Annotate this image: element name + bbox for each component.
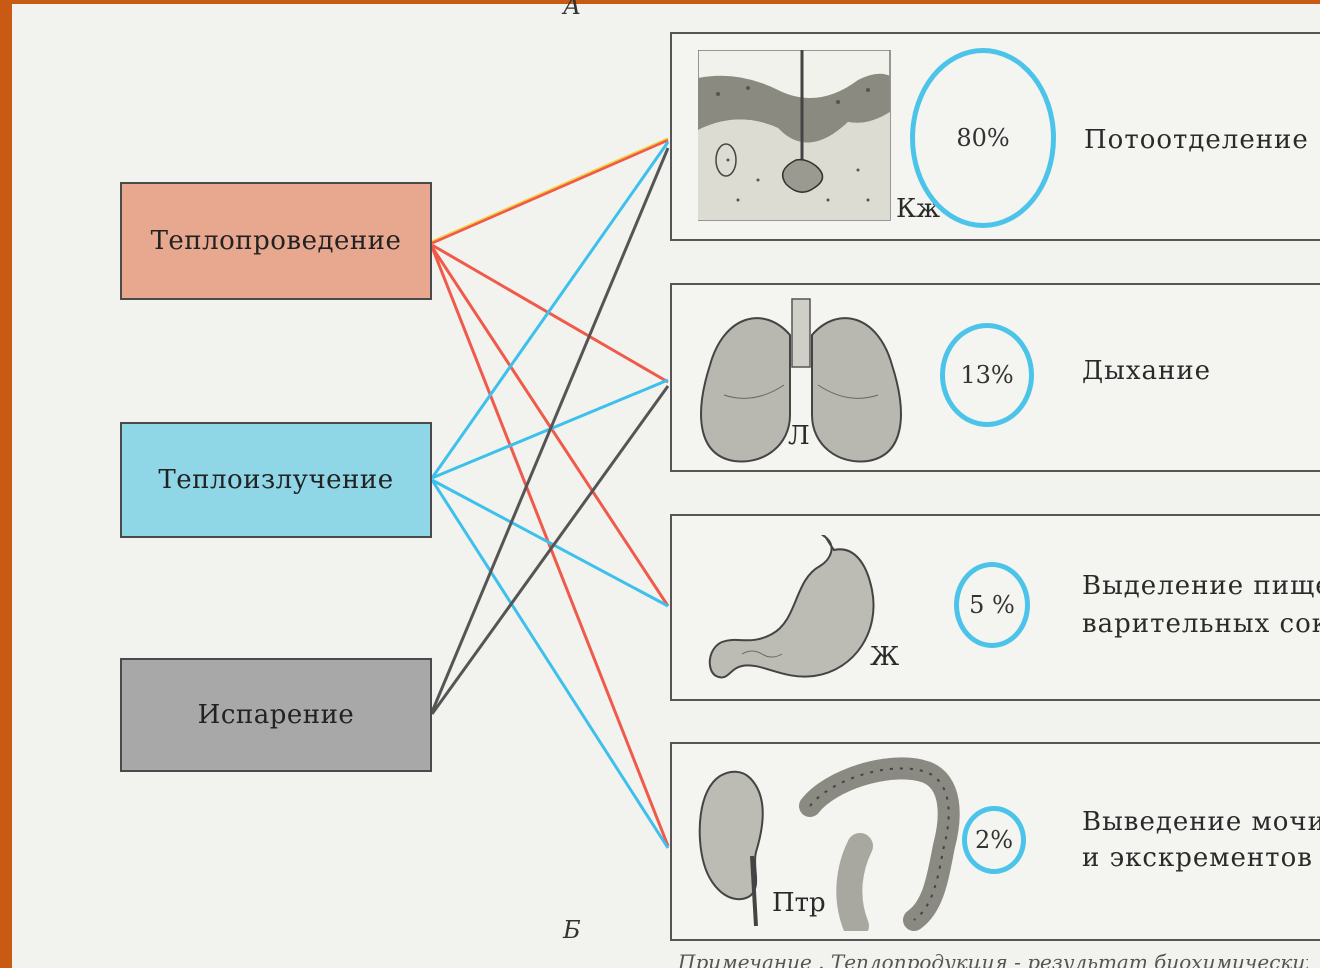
footnote: Примечание . Теплопродукция - результат … [678, 948, 1308, 968]
lungs-percent-ring: 13% [940, 323, 1034, 427]
stomach-process-line2: варительных соков [1082, 606, 1320, 642]
link-radiation-stomach [432, 480, 668, 606]
link-conduction-intestine [432, 247, 668, 846]
skin-percent: 80% [956, 124, 1009, 152]
skin-illustration [698, 50, 898, 225]
organ-panel-skin: Кж 80% Потоотделение [670, 32, 1320, 241]
intestine-process-line2: и экскрементов [1082, 840, 1313, 876]
stomach-label: Ж [870, 642, 899, 672]
method-radiation: Теплоизлучение [120, 422, 432, 538]
skin-percent-ring: 80% [910, 48, 1056, 228]
method-conduction-label: Теплопроведение [151, 226, 402, 256]
link-conduction-lungs [432, 245, 668, 382]
method-evaporation: Испарение [120, 658, 432, 772]
intestine-label: Птр [772, 888, 826, 918]
organ-panel-lungs: Л 13% Дыхание [670, 283, 1320, 472]
stomach-percent-ring: 5 % [954, 562, 1030, 648]
stomach-process-line1: Выделение пище - [1082, 568, 1320, 604]
intestine-illustration [690, 756, 970, 931]
intestine-percent: 2% [975, 826, 1013, 854]
method-conduction: Теплопроведение [120, 182, 432, 300]
lungs-percent: 13% [960, 361, 1013, 389]
lungs-label: Л [788, 421, 810, 451]
lungs-process: Дыхание [1082, 353, 1211, 389]
method-evaporation-label: Испарение [198, 700, 355, 730]
stomach-percent: 5 % [969, 591, 1015, 619]
organ-panel-stomach: Ж 5 % Выделение пище - варительных соков [670, 514, 1320, 701]
method-radiation-label: Теплоизлучение [158, 465, 393, 495]
skin-process: Потоотделение [1084, 122, 1309, 158]
intestine-percent-ring: 2% [962, 806, 1026, 874]
intestine-process-line1: Выведение мочи [1082, 804, 1320, 840]
organ-panel-intestine: Птр 2% Выведение мочи и экскрементов [670, 742, 1320, 941]
